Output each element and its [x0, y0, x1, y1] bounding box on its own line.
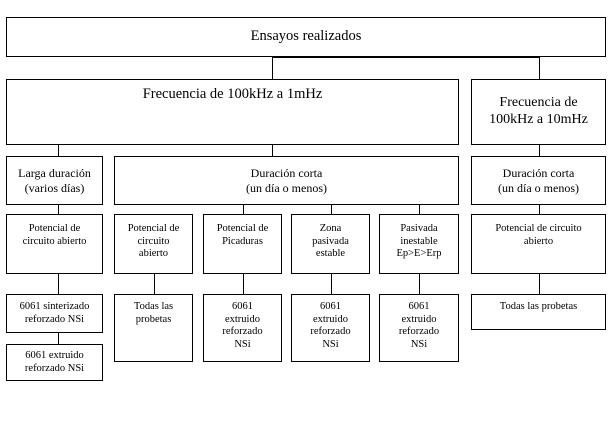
frequency-node-1: Frecuencia de 100kHz a 1mHz — [6, 79, 459, 145]
connector-short-passive — [331, 205, 332, 214]
connector-root-freq2 — [539, 57, 540, 79]
connector-short-pitting — [243, 205, 244, 214]
connector-long-ocp — [58, 205, 59, 214]
sample-all-node-1: Todas las probetas — [114, 294, 193, 362]
connector-freq1-long — [58, 145, 59, 156]
connector-right-ocp-allsamples — [539, 274, 540, 294]
test-unstable-passive-node: Pasivada inestable Ep>E>Erp — [379, 214, 459, 274]
connector-ocp-allsamples — [154, 274, 155, 294]
sample-sintered-node: 6061 sinterizado reforzado NSi — [6, 294, 103, 333]
connector-freq1-short — [272, 145, 273, 156]
connector-right-short-ocp — [539, 205, 540, 214]
test-pitting-node: Potencial de Picaduras — [203, 214, 282, 274]
connector-root-bar — [272, 57, 540, 58]
connector-pitting-sample — [243, 274, 244, 294]
sample-extruded-unstable-node: 6061 extruido reforzado NSi — [379, 294, 459, 362]
connector-sintered-extruded — [58, 333, 59, 344]
sample-extruded-pitting-node: 6061 extruido reforzado NSi — [203, 294, 282, 362]
test-passive-zone-node: Zona pasivada estable — [291, 214, 370, 274]
long-duration-node: Larga duración (varios días) — [6, 156, 103, 205]
test-ocp-short-node: Potencial de circuito abierto — [114, 214, 193, 274]
connector-root-freq1 — [272, 57, 273, 79]
short-duration-node-2: Duración corta (un día o menos) — [471, 156, 606, 205]
connector-ocp-sintered — [58, 274, 59, 294]
sample-all-node-2: Todas las probetas — [471, 294, 606, 330]
frequency-node-2: Frecuencia de 100kHz a 10mHz — [471, 79, 606, 145]
short-duration-node-1: Duración corta (un día o menos) — [114, 156, 459, 205]
test-ocp-long-node: Potencial de circuito abierto — [6, 214, 103, 274]
connector-freq2-short — [539, 145, 540, 156]
connector-short-unstable — [419, 205, 420, 214]
test-ocp-right-node: Potencial de circuito abierto — [471, 214, 606, 274]
sample-extruded-long-node: 6061 extruido reforzado NSi — [6, 344, 103, 381]
connector-passive-sample — [331, 274, 332, 294]
sample-extruded-passive-node: 6061 extruido reforzado NSi — [291, 294, 370, 362]
connector-unstable-sample — [419, 274, 420, 294]
root-node: Ensayos realizados — [6, 17, 606, 57]
